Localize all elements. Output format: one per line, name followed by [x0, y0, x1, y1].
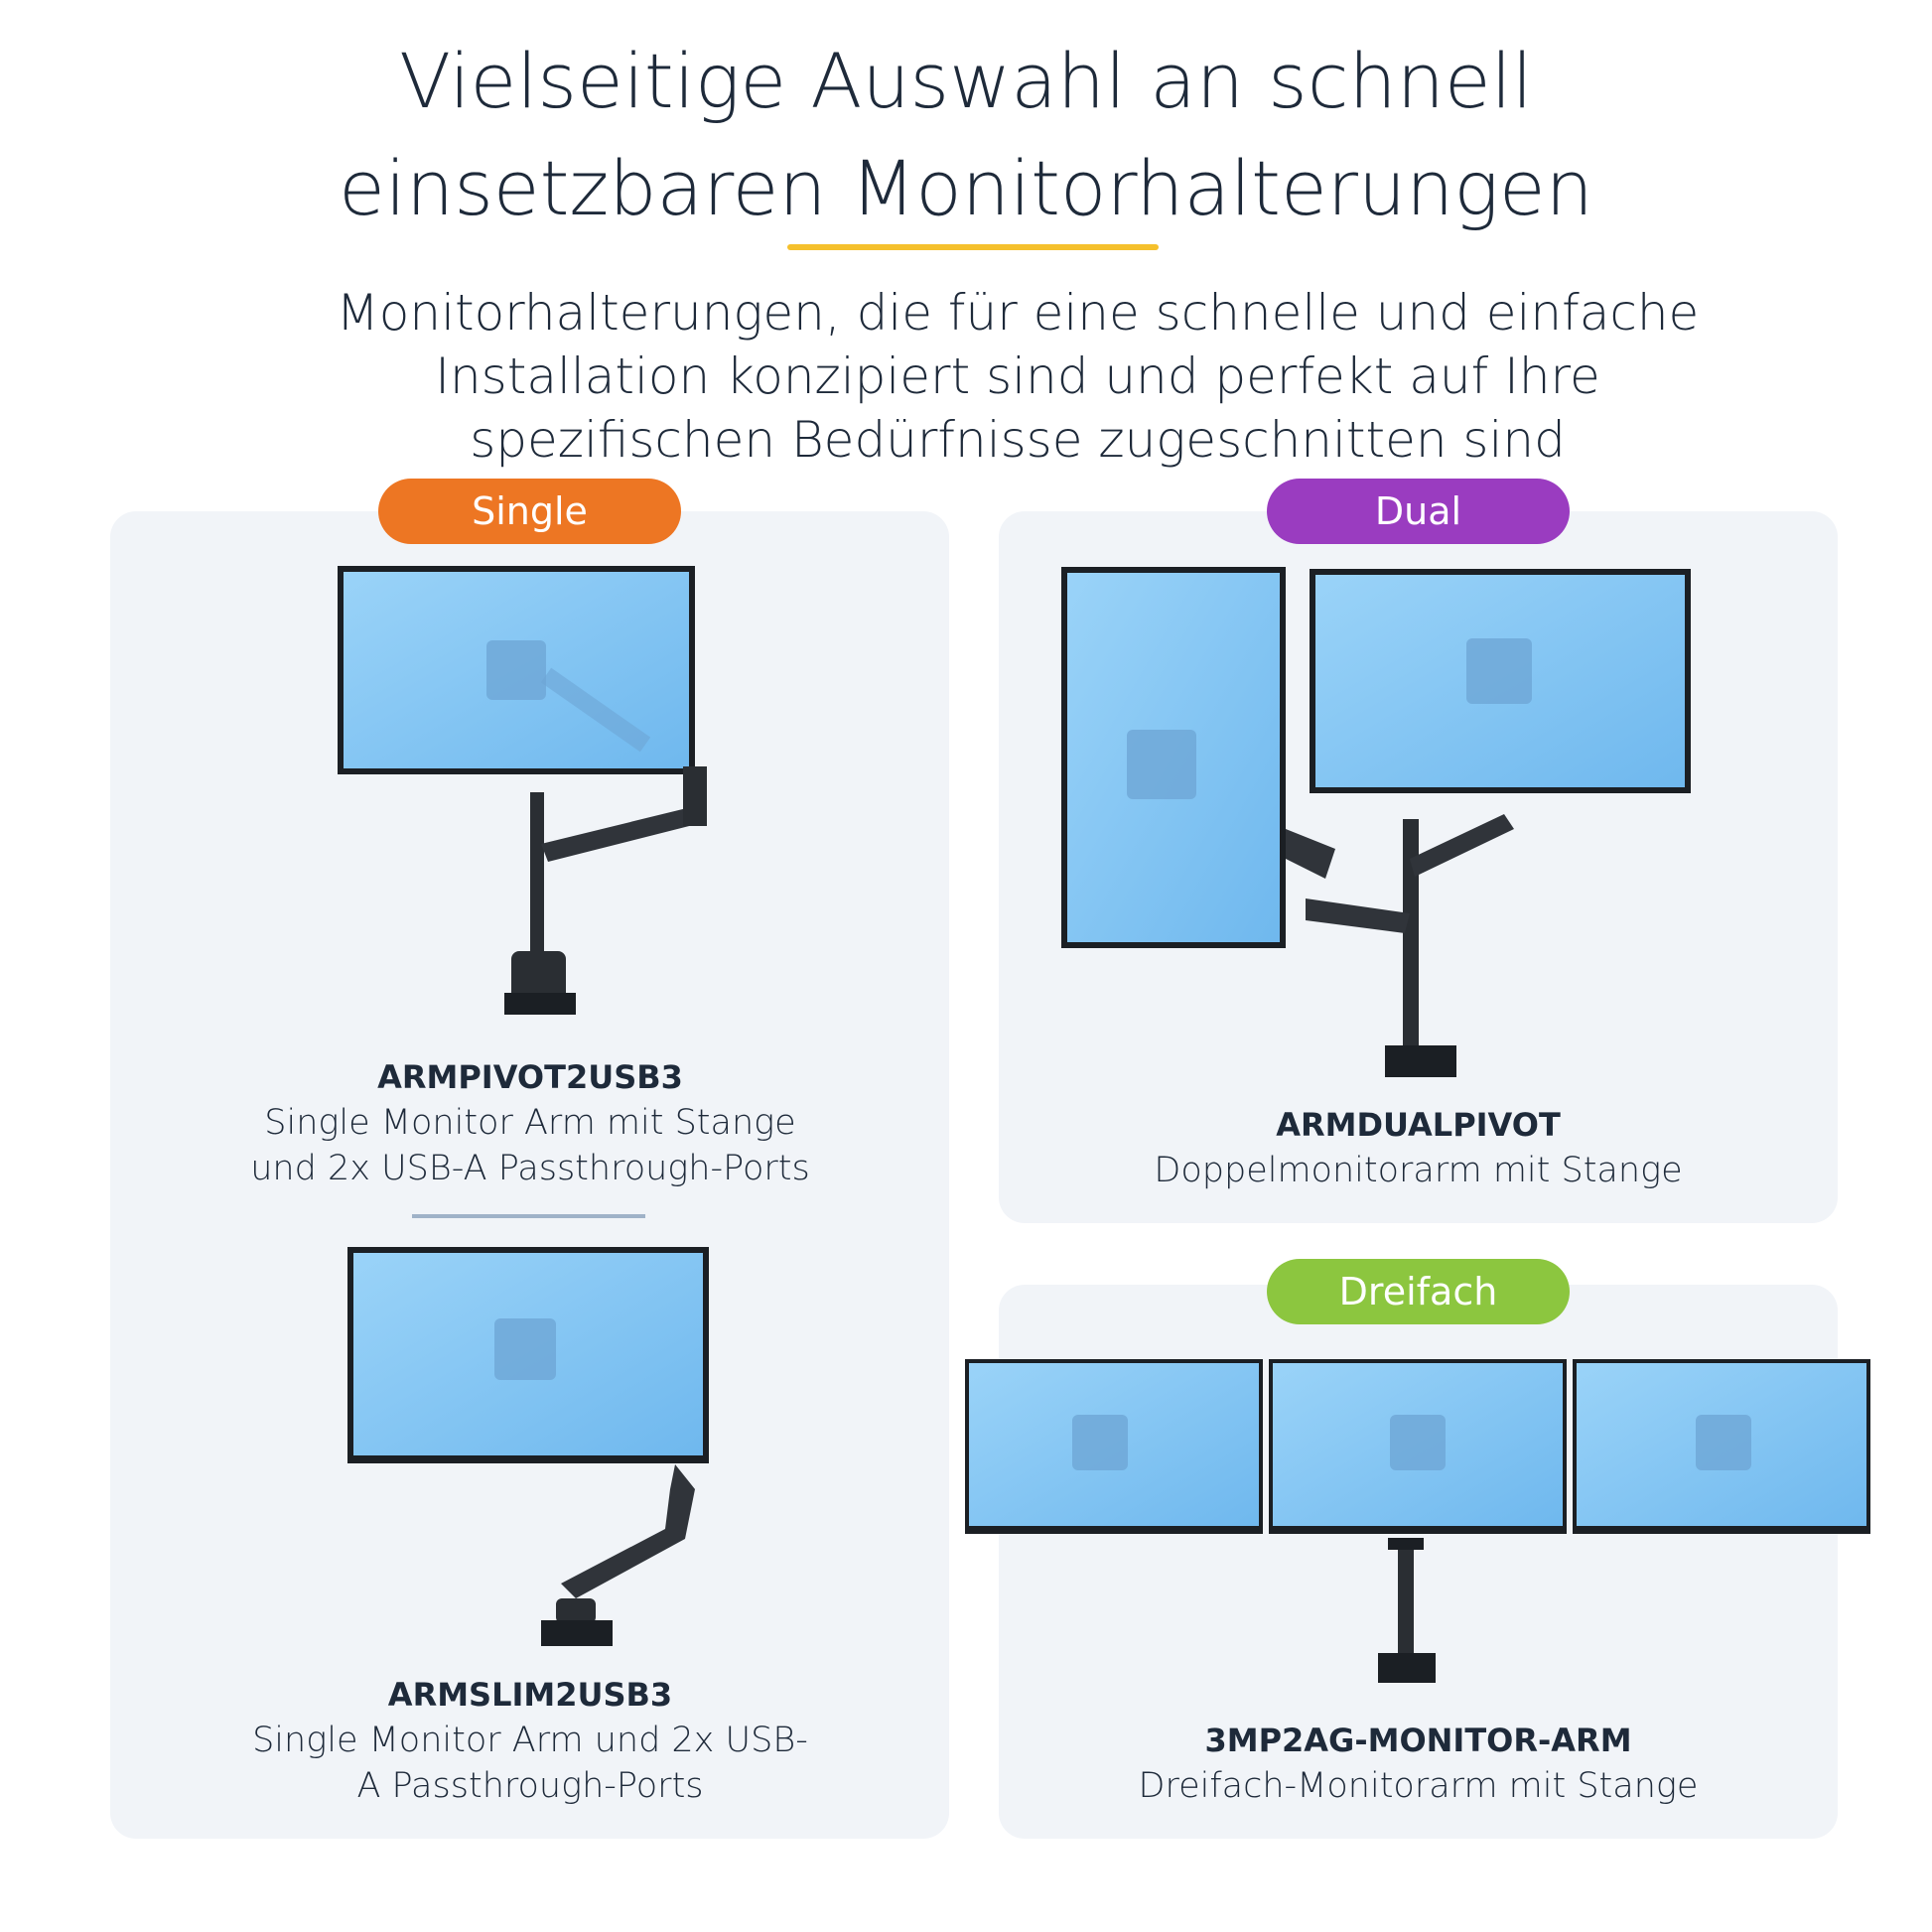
product-desc-line-2: A Passthrough-Ports — [356, 1766, 704, 1806]
title-line-2: einsetzbaren Monitorhalterungen — [339, 144, 1593, 232]
category-pill-triple: Dreifach — [1267, 1259, 1570, 1324]
page-subtitle: Monitorhalterungen, die für eine schnell… — [298, 281, 1737, 472]
armslim-illustration — [347, 1247, 709, 1646]
product-code: ARMSLIM2USB3 — [387, 1676, 673, 1714]
armdualpivot-illustration — [1061, 567, 1691, 1077]
title-accent-line — [787, 244, 1159, 250]
armpivot-illustration — [338, 566, 707, 1015]
product-code: 3MP2AG-MONITOR-ARM — [1204, 1722, 1632, 1759]
category-pill-single: Single — [378, 479, 681, 544]
product-code: ARMPIVOT2USB3 — [377, 1058, 683, 1096]
page-title: Vielseitige Auswahl an schnell einsetzba… — [0, 28, 1932, 242]
product-code: ARMDUALPIVOT — [1276, 1106, 1561, 1144]
vesa-plate-icon — [494, 1318, 556, 1380]
product-3mp2ag-monitor-arm: 3MP2AG-MONITOR-ARM Dreifach-Monitorarm m… — [999, 1718, 1838, 1809]
vesa-plate-icon — [486, 640, 546, 700]
vesa-plate-icon — [1696, 1415, 1751, 1470]
vesa-plate-icon — [1466, 638, 1532, 704]
vesa-plate-icon — [1127, 730, 1196, 799]
product-desc-line-1: Single Monitor Arm und 2x USB- — [252, 1721, 808, 1760]
subtitle-line-3: spezifischen Bedürfnisse zugeschnitten s… — [470, 411, 1566, 469]
product-desc-line-1: Doppelmonitorarm mit Stange — [1154, 1151, 1683, 1190]
product-divider — [412, 1214, 645, 1218]
product-armslim2usb3: ARMSLIM2USB3 Single Monitor Arm und 2x U… — [199, 1672, 862, 1809]
vesa-plate-icon — [1072, 1415, 1128, 1470]
subtitle-line-2: Installation konzipiert sind und perfekt… — [435, 347, 1600, 405]
product-desc-line-1: Dreifach-Monitorarm mit Stange — [1138, 1766, 1699, 1806]
product-armdualpivot: ARMDUALPIVOT Doppelmonitorarm mit Stange — [999, 1102, 1838, 1193]
product-desc-line-2: und 2x USB-A Passthrough-Ports — [250, 1149, 810, 1188]
triple-arm-illustration — [965, 1359, 1870, 1683]
subtitle-line-1: Monitorhalterungen, die für eine schnell… — [336, 284, 1700, 342]
title-line-1: Vielseitige Auswahl an schnell — [399, 37, 1533, 125]
product-armpivot2usb3: ARMPIVOT2USB3 Single Monitor Arm mit Sta… — [199, 1054, 862, 1191]
category-pill-dual: Dual — [1267, 479, 1570, 544]
vesa-plate-icon — [1390, 1415, 1446, 1470]
product-desc-line-1: Single Monitor Arm mit Stange — [264, 1103, 796, 1143]
